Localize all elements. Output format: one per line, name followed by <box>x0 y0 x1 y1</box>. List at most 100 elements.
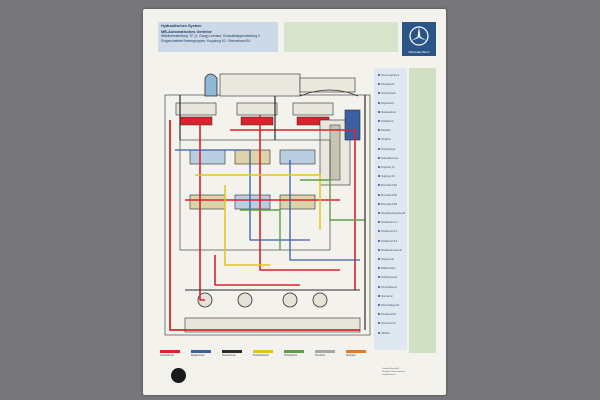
color-key-item: Arbeitsdruck <box>160 350 184 357</box>
legend-bullet-icon <box>378 120 380 122</box>
color-key-label: Druckfrei <box>315 354 326 357</box>
legend-green-strip <box>409 68 436 353</box>
legend-bullet-icon <box>378 156 380 159</box>
poster-info-line: Eingeschaltete Bremsgruppen: Kupplung K1… <box>161 38 251 43</box>
color-key-label: Steuerdruck <box>222 354 236 357</box>
legend-bullet-icon <box>378 258 380 260</box>
line-main-pressure <box>169 120 360 331</box>
color-key-label: Reglerdruck <box>191 354 205 357</box>
legend-item: Reglerventil <box>378 258 394 261</box>
legend-item-label: Schaltventil 2-3 <box>381 230 398 234</box>
color-key-item: Schaltdruck <box>284 350 308 357</box>
line-main-pressure <box>199 125 205 301</box>
converter-outline <box>299 89 359 97</box>
legend-item-label: Schaltdruck <box>381 120 394 123</box>
brake-band <box>175 102 217 116</box>
legend-bullet-icon <box>378 313 380 316</box>
legend-item: Druckspeicher <box>378 313 396 316</box>
brake-band <box>236 102 278 116</box>
regulator-valve <box>344 109 361 141</box>
converter-housing <box>299 77 356 93</box>
accumulator <box>237 292 253 308</box>
color-key-item: Druckfrei <box>315 350 339 357</box>
brake-band <box>292 102 334 116</box>
mercedes-logo: Mercedes-Benz <box>402 22 436 56</box>
legend-bullet-icon <box>378 129 380 132</box>
color-key-label: Rücklauf <box>346 354 356 357</box>
mercedes-star-icon <box>409 26 429 46</box>
legend-bullet-icon <box>378 322 380 325</box>
legend-item: Reglerdruck <box>378 101 394 105</box>
legend-bullet-icon <box>378 184 380 187</box>
legend-item: Bremsband B3 <box>378 202 397 206</box>
legend-item-label: Schmierventil <box>381 322 396 326</box>
line-shift-pressure <box>240 209 281 250</box>
legend-item: Primärpumpe <box>378 147 396 151</box>
color-key: Arbeitsdruck Reglerdruck Steuerdruck Moduli… <box>160 350 370 366</box>
legend-item-label: Kupplung K1 <box>381 166 395 169</box>
color-key-item: Modulierdruck <box>253 350 277 357</box>
legend-item-label: Bremsband B3 <box>381 202 397 206</box>
legend-item-label: Modulierdruckventil <box>381 248 402 252</box>
legend-item-label: Primärpumpe <box>381 147 396 151</box>
legend-bullet-icon <box>378 239 380 242</box>
legend-item-label: Rücklauf <box>381 129 391 133</box>
legend-bullet-icon <box>378 267 380 270</box>
color-swatch <box>284 350 304 353</box>
footer-line: Kundendienst <box>382 374 396 376</box>
control-valve <box>279 194 316 210</box>
mounting-hole <box>171 368 186 383</box>
legend-item-label: Bremsband B2 <box>381 193 397 197</box>
color-swatch <box>160 350 180 353</box>
legend-bullet-icon <box>378 175 380 178</box>
legend-item-label: Bremsband B1 <box>381 184 397 188</box>
legend-bullet-icon <box>378 285 380 288</box>
legend-item-label: Umschaltventil <box>381 285 397 289</box>
color-key-item: Reglerdruck <box>191 350 215 357</box>
legend-item: Umschaltventil <box>378 285 397 289</box>
legend-item-label: Rückschlagventil <box>381 304 399 307</box>
legend-item-label: Steuerungsdruck <box>381 74 400 77</box>
line-modulating-pressure <box>195 174 321 230</box>
color-swatch <box>253 350 273 353</box>
oil-pan <box>184 317 361 333</box>
legend-item: Schaltventil 1-2 <box>378 221 397 224</box>
legend-item: Schaltventil 3-4 <box>378 239 397 243</box>
legend-item-label: Wählschieber <box>381 267 396 271</box>
legend-item-label: Sekundärpumpe <box>381 156 399 160</box>
legend-item: Wählschieber <box>378 267 395 270</box>
pump-housing <box>204 73 218 97</box>
legend-bullet-icon <box>378 304 380 306</box>
legend-item: Kupplung K1 <box>378 166 395 169</box>
legend-bullet-icon <box>378 138 380 141</box>
legend-item: Sperrventil <box>378 294 392 298</box>
legend-item-label: Reglerdruck <box>381 101 394 105</box>
control-valve <box>279 149 316 165</box>
legend-item-label: Kickdownventil <box>381 276 397 280</box>
line-governor-pressure <box>289 160 360 261</box>
legend-item-label: Schaltventil 1-2 <box>381 221 398 225</box>
control-valve <box>234 194 271 210</box>
legend-bullet-icon <box>378 101 380 104</box>
accumulator <box>312 292 328 308</box>
legend-item: Rückschlagventil <box>378 304 399 307</box>
legend-item-label: Druckspeicher <box>381 313 397 317</box>
color-key-label: Schaltdruck <box>284 354 298 357</box>
legend-item: Modulierdruckventil <box>378 248 402 252</box>
legend-item: Schmierdruck <box>378 92 396 95</box>
regulator-spool <box>329 124 341 181</box>
color-key-item: Rücklauf <box>346 350 370 357</box>
control-valve <box>234 149 271 165</box>
poster-info-line: Wählhebelstellung "D" (1. Gang) Leerlauf… <box>161 34 260 39</box>
legend-bullet-icon <box>378 331 380 334</box>
legend-item: Arbeitsdruckregelventil <box>378 212 405 215</box>
legend-item: Bremsband B1 <box>378 184 397 187</box>
color-key-label: Arbeitsdruck <box>160 354 174 357</box>
poster-subtitle: MB-Automatisches Getriebe <box>161 30 212 35</box>
legend-item: Druckfrei <box>378 138 391 141</box>
footer-line: Daimler-Benz AG <box>382 368 399 370</box>
legend-item-label: Druckfrei <box>381 138 391 142</box>
legend-bullet-icon <box>378 276 380 279</box>
